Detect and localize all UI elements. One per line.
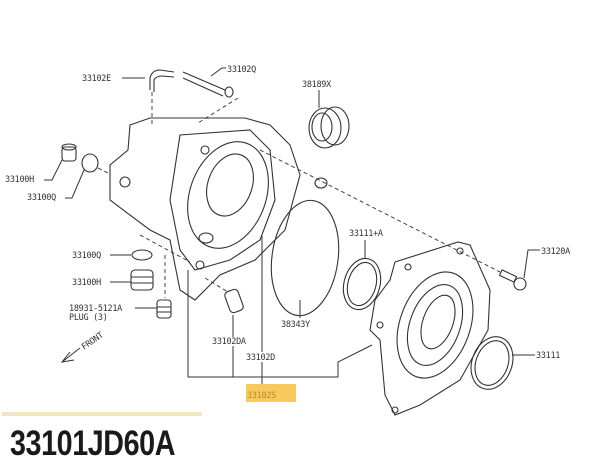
front-indicator: FRONT — [60, 330, 106, 363]
label-33102DA: 33102DA — [212, 337, 246, 347]
label-33102D: 33102D — [246, 353, 275, 363]
part-number-title: 33101JD60A — [10, 424, 176, 463]
o-ring-part — [270, 199, 340, 317]
label-38189X: 38189X — [302, 80, 332, 90]
divider — [2, 412, 202, 416]
drain-plug-lower-part — [130, 269, 154, 291]
oil-seal-part — [308, 106, 350, 149]
washer-upper-part — [81, 153, 99, 173]
washer-lower-part — [131, 249, 153, 261]
label-33111: 33111 — [536, 351, 560, 361]
transfer-housing-part — [109, 117, 301, 301]
dowel-part — [224, 288, 244, 314]
label-33102S[interactable]: 33102S — [247, 391, 276, 401]
label-33100H-lower: 33100H — [72, 278, 101, 288]
label-33100Q-upper: 33100Q — [27, 193, 56, 203]
label-38343Y: 38343Y — [281, 320, 310, 330]
label-33111A: 33111+A — [349, 229, 383, 239]
label-33120A: 33120A — [541, 247, 570, 257]
breather-elbow-part — [149, 69, 175, 125]
label-33100Q-lower: 33100Q — [72, 251, 101, 261]
highlighted-part-label-bg — [246, 384, 296, 402]
label-33100H-upper: 33100H — [5, 175, 34, 185]
label-18931-5121A: 18931-5121A — [69, 304, 122, 314]
label-plug-qty: PLUG (3) — [69, 313, 108, 323]
breather-hose-part — [182, 71, 239, 124]
plug-part — [156, 299, 172, 319]
rear-cover-part — [369, 241, 491, 416]
front-label: FRONT — [80, 330, 106, 352]
drain-plug-upper-part — [61, 143, 77, 162]
snap-ring-part — [470, 336, 514, 390]
bolt-part — [498, 269, 527, 291]
label-33102E: 33102E — [82, 74, 111, 84]
snap-ring-a-part — [342, 257, 382, 311]
dowel-pin-upper — [314, 177, 328, 189]
label-33102Q: 33102Q — [227, 65, 256, 75]
